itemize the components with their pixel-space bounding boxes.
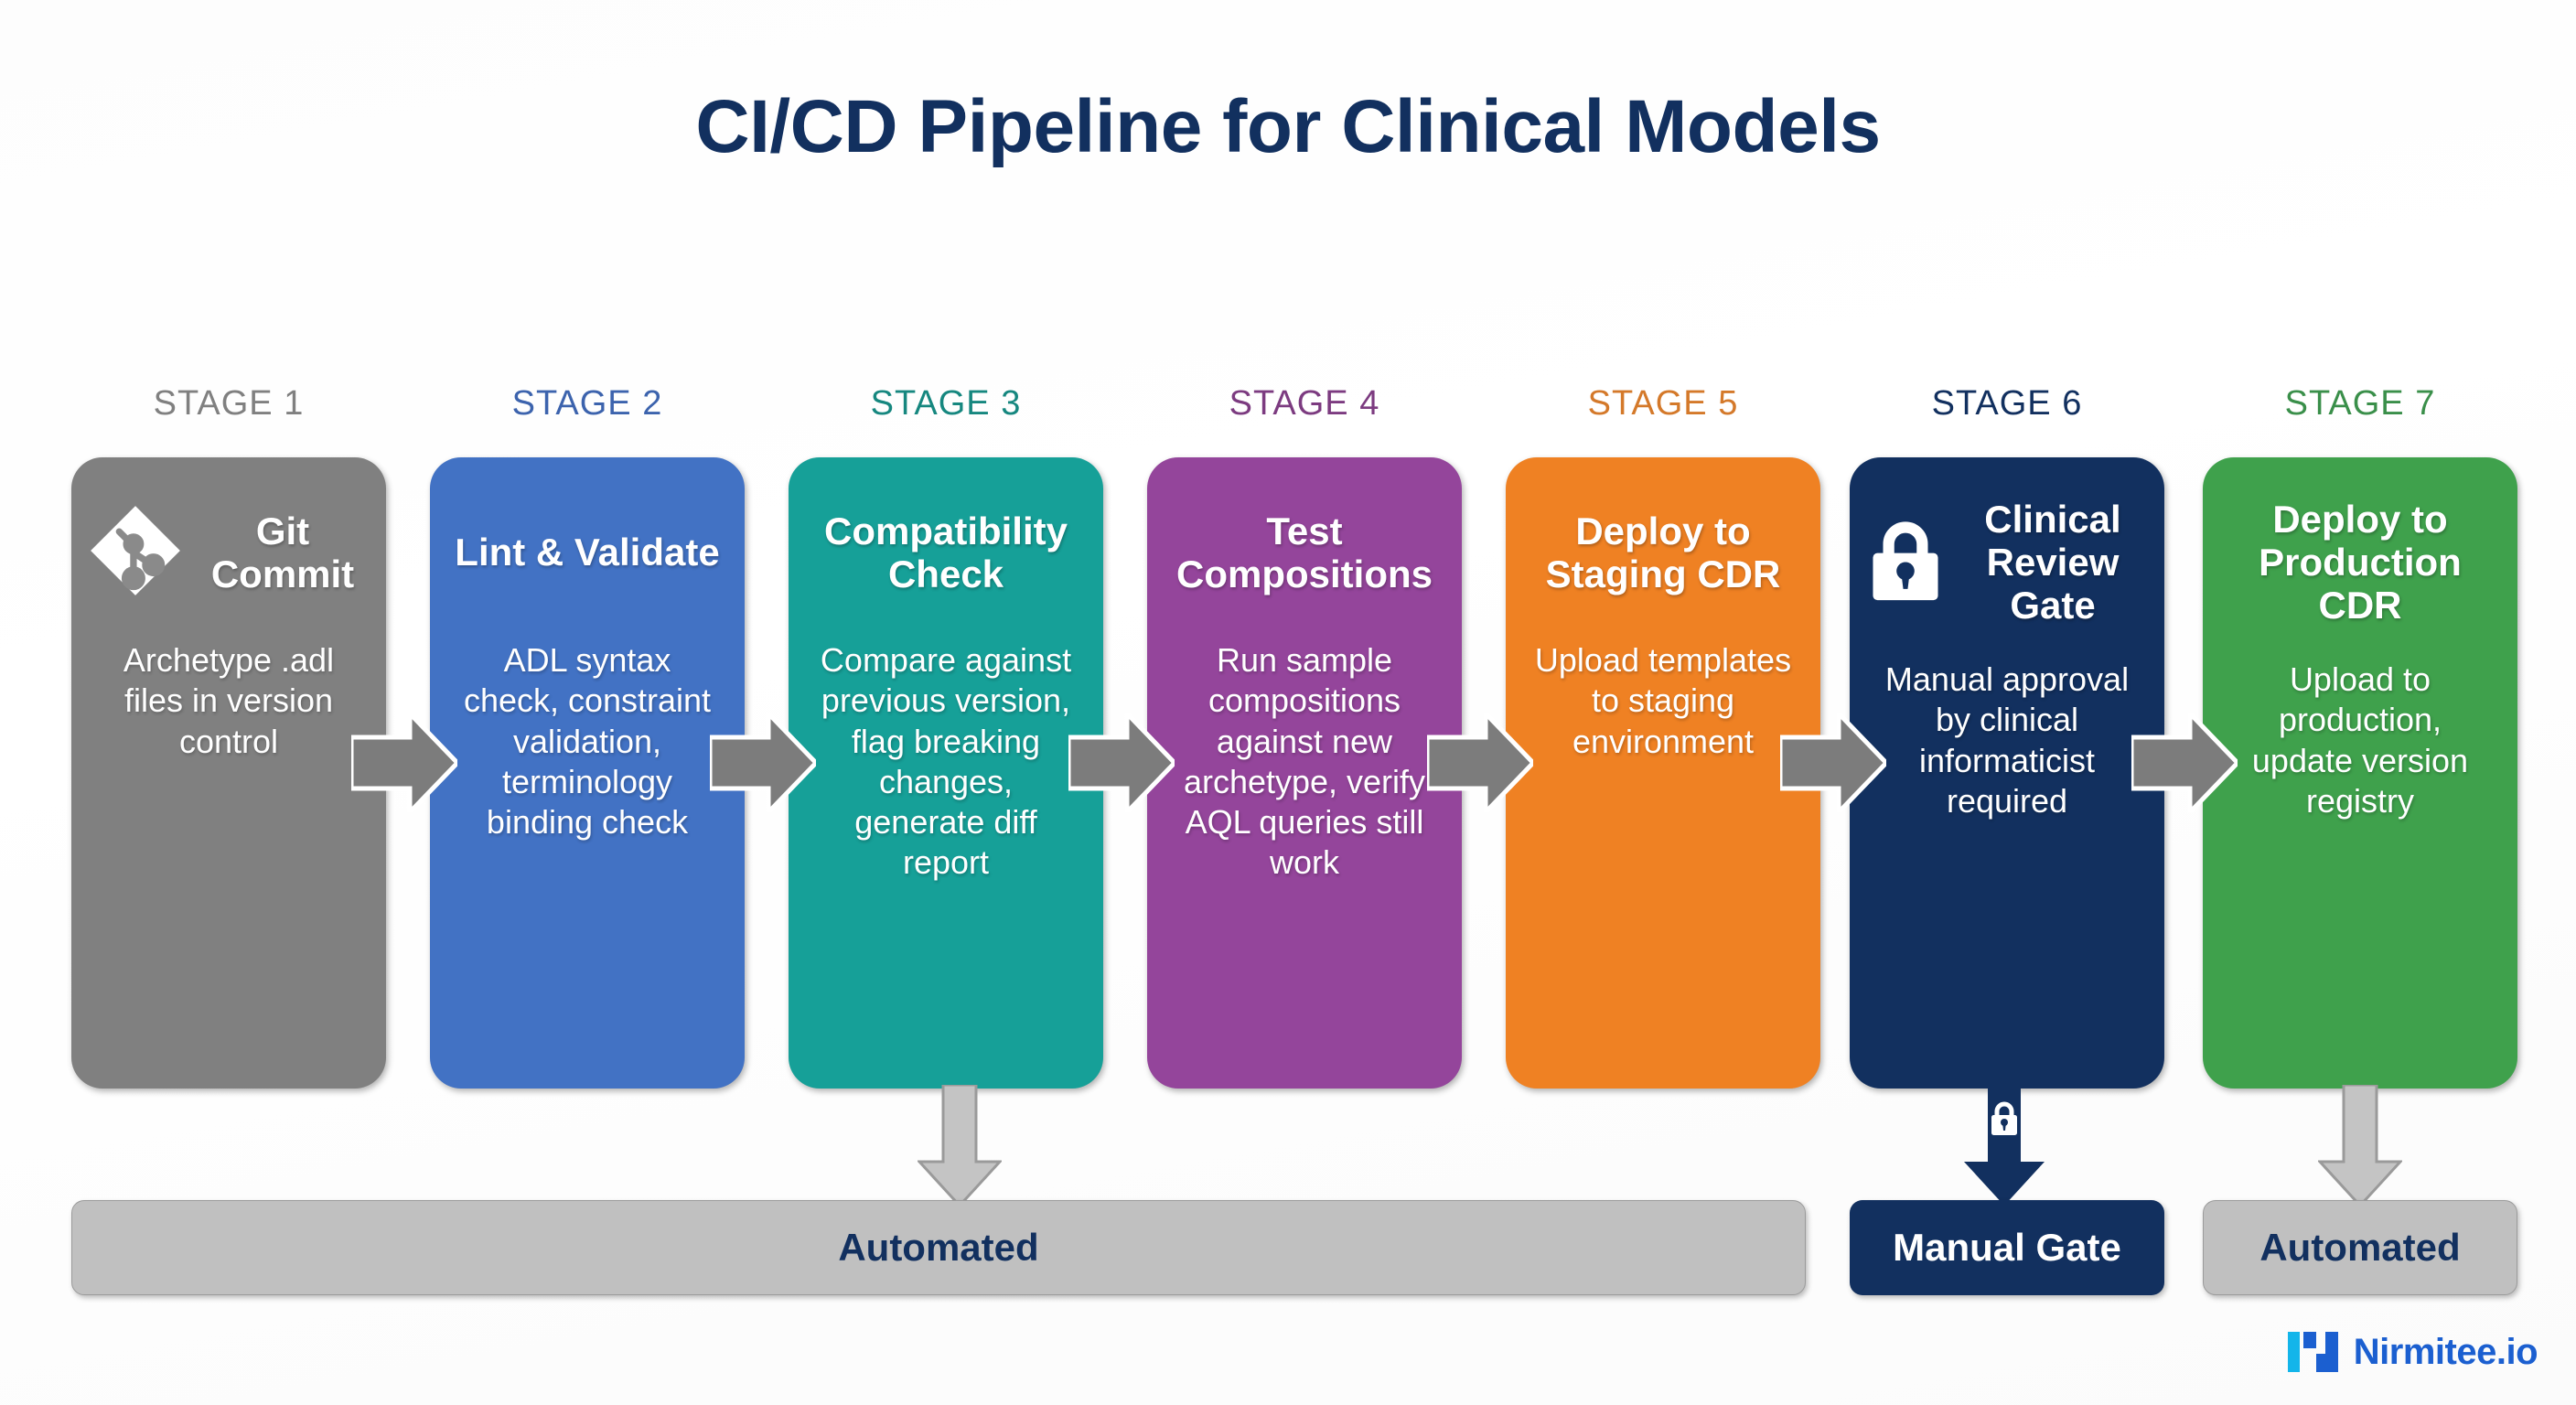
connector-arrow-4-5 [1427,713,1533,812]
stage-card-4-title: Test Compositions [1176,509,1433,595]
stage-card-3-title: Compatibility Check [823,509,1068,595]
stage-card-7[interactable]: Deploy to Production CDR Upload to produ… [2203,457,2517,1089]
stage-card-6-desc: Manual approval by clinical informaticis… [1884,660,2130,820]
stage-card-7-header: Deploy to Production CDR [2219,498,2501,627]
legend-bar-automated-left-label: Automated [838,1226,1039,1269]
stage-label-7: STAGE 7 [2284,384,2436,423]
stage-card-5[interactable]: Deploy to Staging CDR Upload templates t… [1506,457,1820,1089]
legend-bar-automated-left: Automated [71,1200,1806,1295]
connector-arrow-3-4 [1068,713,1175,812]
legend-bar-automated-right-label: Automated [2259,1226,2461,1269]
nirmitee-logo-text: Nirmitee.io [2353,1331,2538,1372]
stage-card-2-header: Lint & Validate [446,498,728,607]
stage-card-5-title: Deploy to Staging CDR [1545,509,1781,595]
stage-card-4-desc: Run sample compositions against new arch… [1183,641,1426,882]
stage-card-4-header: Test Compositions [1164,498,1445,607]
stage-card-3-header: Compatibility Check [805,498,1087,607]
legend-bar-manual-gate-label: Manual Gate [1893,1226,2121,1269]
stage-card-4[interactable]: Test Compositions Run sample composition… [1147,457,1462,1089]
connector-arrow-6-7 [2131,713,2238,812]
down-arrow-automated-left [918,1085,1002,1207]
stage-card-1-desc: Archetype .adl files in version control [123,641,335,760]
legend-bar-manual-gate: Manual Gate [1850,1200,2164,1295]
page-title: CI/CD Pipeline for Clinical Models [695,85,1881,168]
connector-arrow-2-3 [710,713,816,812]
brand-logo: Nirmitee.io [2287,1326,2538,1378]
stage-card-1[interactable]: Git Commit Archetype .adl files in versi… [71,457,386,1089]
connector-arrow-1-2 [351,713,457,812]
legend-bar-automated-right: Automated [2203,1200,2517,1295]
stage-card-1-header: Git Commit [88,498,370,607]
stage-card-5-desc: Upload templates to staging environment [1534,641,1792,760]
stage-card-1-title: Git Commit [210,509,355,595]
stage-card-3-desc: Compare against previous version, flag b… [820,641,1072,882]
down-arrow-automated-right [2318,1085,2402,1207]
stage-card-6-header: Clinical Review Gate [1866,498,2148,627]
stage-label-2: STAGE 2 [511,384,663,423]
stage-card-3[interactable]: Compatibility Check Compare against prev… [789,457,1103,1089]
git-icon [88,503,183,603]
down-arrow-manual-gate [1964,1085,2045,1206]
connector-arrow-5-6 [1780,713,1886,812]
lock-icon [1866,515,1945,609]
nirmitee-logo-mark [2287,1332,2338,1372]
stage-card-7-title: Deploy to Production CDR [2259,498,2462,627]
stage-label-1: STAGE 1 [153,384,305,423]
stage-card-6-title: Clinical Review Gate [1984,498,2121,627]
stage-card-2-title: Lint & Validate [455,531,720,574]
stage-card-2-desc: ADL syntax check, constraint validation,… [463,641,712,842]
stage-label-6: STAGE 6 [1931,384,2083,423]
stage-card-5-header: Deploy to Staging CDR [1522,498,1804,607]
stage-label-4: STAGE 4 [1229,384,1380,423]
stage-label-3: STAGE 3 [870,384,1022,423]
stage-card-6[interactable]: Clinical Review Gate Manual approval by … [1850,457,2164,1089]
stage-card-7-desc: Upload to production, update version reg… [2251,660,2469,820]
stage-label-5: STAGE 5 [1587,384,1739,423]
stage-card-2[interactable]: Lint & Validate ADL syntax check, constr… [430,457,745,1089]
